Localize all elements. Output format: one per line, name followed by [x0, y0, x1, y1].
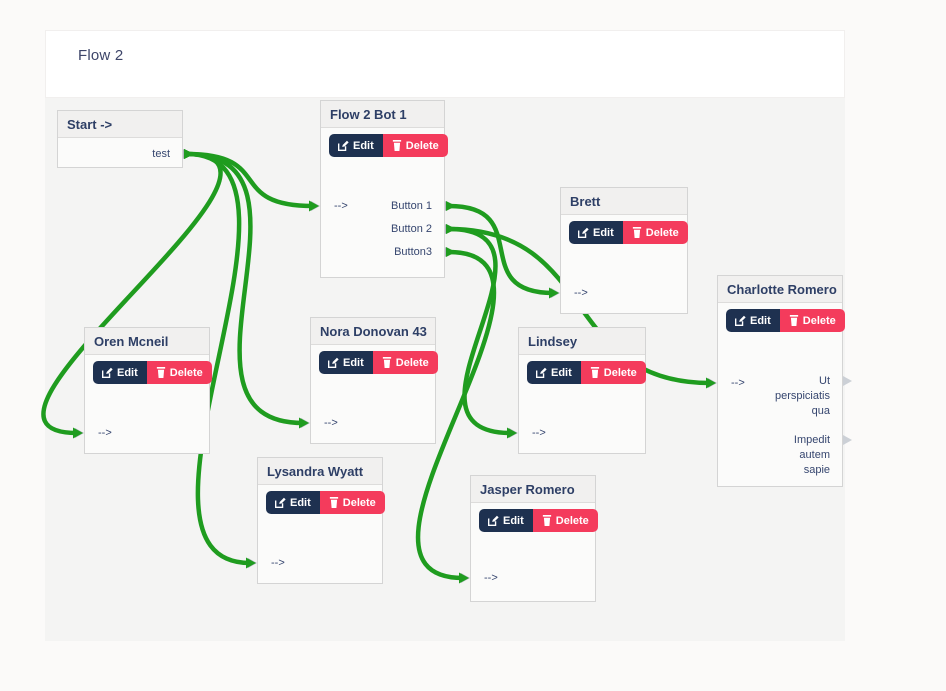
delete-button[interactable]: Delete — [779, 309, 845, 332]
node-title[interactable]: Charlotte Romero — [718, 276, 842, 303]
edit-button-label: Edit — [593, 226, 614, 239]
page-title: Flow 2 — [78, 47, 124, 64]
edit-button[interactable]: Edit — [93, 361, 147, 384]
edit-button-label: Edit — [750, 314, 771, 327]
output-port-label: Button 1 — [391, 200, 432, 212]
node-title[interactable]: Brett — [561, 188, 687, 215]
edit-button[interactable]: Edit — [569, 221, 623, 244]
flow-header-card: Flow 2 — [45, 30, 845, 98]
trash-icon — [329, 497, 338, 508]
node-body: Edit Delete --> — [85, 355, 212, 454]
node-actions: Edit Delete — [329, 134, 448, 157]
edit-pencil-icon — [578, 227, 589, 238]
delete-button-label: Delete — [645, 226, 679, 239]
flow-node-nora[interactable]: Nora Donovan 43 Edit Delete --> — [310, 317, 438, 444]
delete-button[interactable]: Delete — [382, 134, 448, 157]
edit-pencil-icon — [102, 367, 113, 378]
delete-button-label: Delete — [555, 514, 589, 527]
edit-pencil-icon — [328, 357, 339, 368]
node-actions: Edit Delete — [726, 309, 845, 332]
trash-icon — [590, 367, 599, 378]
edit-button[interactable]: Edit — [329, 134, 383, 157]
node-actions: Edit Delete — [319, 351, 438, 374]
input-port-label: --> — [324, 417, 338, 429]
edit-button[interactable]: Edit — [527, 361, 581, 384]
edit-button-label: Edit — [353, 139, 374, 152]
node-body: Edit Delete --> — [311, 345, 438, 444]
input-port-label: --> — [334, 200, 348, 212]
delete-button-label: Delete — [395, 356, 429, 369]
input-port-label: --> — [532, 427, 546, 439]
output-port-label: test — [152, 148, 170, 160]
input-port-label: --> — [271, 557, 285, 569]
delete-button[interactable]: Delete — [372, 351, 438, 374]
delete-button-label: Delete — [603, 366, 637, 379]
edit-button-label: Edit — [290, 496, 311, 509]
delete-button-label: Delete — [802, 314, 836, 327]
trash-icon — [789, 315, 798, 326]
delete-button[interactable]: Delete — [532, 509, 598, 532]
node-actions: Edit Delete — [266, 491, 385, 514]
input-port-label: --> — [484, 572, 498, 584]
node-body: Edit Delete --> — [258, 485, 385, 584]
delete-button[interactable]: Delete — [622, 221, 688, 244]
output-port-label: Ut perspiciatis qua — [774, 375, 830, 417]
edit-button[interactable]: Edit — [266, 491, 320, 514]
output-port-label: Button3 — [394, 246, 432, 258]
input-port-label: --> — [731, 377, 745, 389]
node-title[interactable]: Jasper Romero — [471, 476, 595, 503]
input-port-label: --> — [98, 427, 112, 439]
trash-icon — [632, 227, 641, 238]
delete-button[interactable]: Delete — [146, 361, 212, 384]
delete-button-label: Delete — [342, 496, 376, 509]
node-actions: Edit Delete — [569, 221, 688, 244]
delete-button-label: Delete — [405, 139, 439, 152]
edit-pencil-icon — [735, 315, 746, 326]
edit-pencil-icon — [338, 140, 349, 151]
node-actions: Edit Delete — [93, 361, 212, 384]
edit-pencil-icon — [536, 367, 547, 378]
edit-button-label: Edit — [503, 514, 524, 527]
input-port-label: --> — [574, 287, 588, 299]
edit-button-label: Edit — [117, 366, 138, 379]
trash-icon — [392, 140, 401, 151]
edit-button-label: Edit — [551, 366, 572, 379]
node-body: Edit Delete --> — [561, 215, 688, 314]
edit-button[interactable]: Edit — [479, 509, 533, 532]
node-title[interactable]: Lindsey — [519, 328, 645, 355]
edit-pencil-icon — [488, 515, 499, 526]
trash-icon — [382, 357, 391, 368]
node-title[interactable]: Start -> — [58, 111, 182, 138]
flow-node-bot1[interactable]: Flow 2 Bot 1 Edit Delete --> Button 1 Button … — [320, 100, 448, 278]
node-title[interactable]: Flow 2 Bot 1 — [321, 101, 444, 128]
node-body: test — [58, 138, 182, 168]
delete-button-label: Delete — [169, 366, 203, 379]
output-port-label: Impedit autem sapie — [793, 434, 830, 476]
edit-button[interactable]: Edit — [726, 309, 780, 332]
node-title[interactable]: Oren Mcneil — [85, 328, 209, 355]
delete-button[interactable]: Delete — [319, 491, 385, 514]
trash-icon — [156, 367, 165, 378]
flow-node-start[interactable]: Start -> test — [57, 110, 183, 168]
edit-pencil-icon — [275, 497, 286, 508]
node-title[interactable]: Nora Donovan 43 — [311, 318, 435, 345]
node-actions: Edit Delete — [479, 509, 598, 532]
node-body: Edit Delete --> Button 1 Button 2 Button3 — [321, 128, 448, 278]
delete-button[interactable]: Delete — [580, 361, 646, 384]
node-title[interactable]: Lysandra Wyatt — [258, 458, 382, 485]
output-port-label: Button 2 — [391, 223, 432, 235]
node-body: Edit Delete --> — [471, 503, 598, 602]
node-body: Edit Delete --> — [519, 355, 646, 454]
trash-icon — [542, 515, 551, 526]
edit-button-label: Edit — [343, 356, 364, 369]
edit-button[interactable]: Edit — [319, 351, 373, 374]
node-actions: Edit Delete — [527, 361, 646, 384]
